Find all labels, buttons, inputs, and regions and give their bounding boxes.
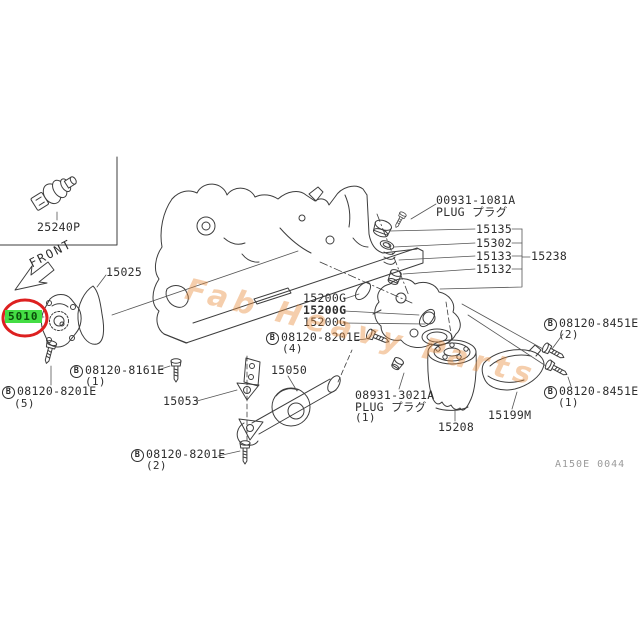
circled-b-icon: B bbox=[544, 318, 557, 331]
inset-box-border bbox=[0, 156, 118, 246]
front-cover-gasket-drawing bbox=[77, 285, 105, 345]
part-label-15132: 15132 bbox=[476, 262, 513, 276]
qty-label: (4) bbox=[282, 342, 303, 355]
highlighted-part-label-5010[interactable]: 5010 bbox=[5, 310, 42, 323]
plug-label-08931-3021A: 08931-3021A bbox=[355, 388, 435, 402]
front-cover-bolt bbox=[170, 358, 182, 383]
plug-label-00931-1081A: 00931-1081A bbox=[436, 193, 516, 207]
shield-bolt-upper bbox=[540, 341, 567, 363]
plug-sublabel: PLUG プラグ bbox=[436, 205, 508, 219]
oil-pressure-sensor-drawing bbox=[30, 176, 77, 221]
circled-b-icon: B bbox=[2, 386, 15, 399]
qty-label: (1) bbox=[558, 396, 579, 409]
part-label-15200G-c: 15200G bbox=[303, 315, 347, 329]
circled-b-icon: B bbox=[70, 365, 83, 378]
oring-drawing-upper bbox=[354, 281, 372, 301]
oring-drawing-lower bbox=[418, 308, 436, 328]
clamp-bracket-drawing-upper bbox=[236, 382, 260, 401]
part-label-15200G-b: 15200G bbox=[303, 303, 347, 317]
part-number: 08120-8451E bbox=[559, 384, 639, 398]
plug-sublabel: PLUG プラグ bbox=[355, 400, 427, 414]
oil-pump-drawing bbox=[41, 294, 82, 348]
circled-b-icon: B bbox=[266, 332, 279, 345]
circled-b-icon: B bbox=[544, 386, 557, 399]
part-label-15200G-a: 15200G bbox=[303, 291, 347, 305]
assembly-axis-lines bbox=[246, 261, 453, 443]
engine-block-drawing bbox=[152, 183, 424, 344]
part-label-15238: 15238 bbox=[531, 249, 568, 263]
oil-filter-drawing bbox=[427, 339, 477, 411]
part-number: 08120-8201E bbox=[17, 384, 97, 398]
oil-pump-highlight-ring bbox=[1, 298, 49, 338]
part-label-25240P: 25240P bbox=[37, 220, 81, 234]
diagram-code: A150E 0044 bbox=[555, 459, 626, 470]
part-label-15050: 15050 bbox=[271, 363, 308, 377]
part-number: 08120-8161E bbox=[85, 363, 165, 377]
part-label-15025: 15025 bbox=[106, 265, 143, 279]
part-number: 08120-8451E bbox=[559, 316, 639, 330]
part-label-15208: 15208 bbox=[438, 420, 475, 434]
leader-lines bbox=[32, 203, 572, 457]
qty-label: (5) bbox=[14, 397, 35, 410]
shield-bolt-lower bbox=[543, 358, 570, 380]
part-number: 08120-8201E bbox=[281, 330, 361, 344]
part-label-15053: 15053 bbox=[163, 394, 200, 408]
clamp-bracket-drawing-lower bbox=[238, 418, 264, 441]
front-arrow-icon bbox=[14, 261, 55, 291]
circled-b-icon: B bbox=[131, 449, 144, 462]
qty-label: (2) bbox=[558, 328, 579, 341]
part-label-15199M: 15199M bbox=[488, 408, 532, 422]
gallery-plug-screw bbox=[392, 210, 408, 230]
part-number: 08120-8201E bbox=[146, 447, 226, 461]
part-label-15302: 15302 bbox=[476, 236, 513, 250]
heat-shield-drawing bbox=[481, 344, 545, 391]
part-label-15135: 15135 bbox=[476, 222, 513, 236]
qty-label: (1) bbox=[355, 411, 376, 424]
qty-label: (2) bbox=[146, 459, 167, 472]
part-label-15133: 15133 bbox=[476, 249, 513, 263]
qty-label: (1) bbox=[85, 375, 106, 388]
